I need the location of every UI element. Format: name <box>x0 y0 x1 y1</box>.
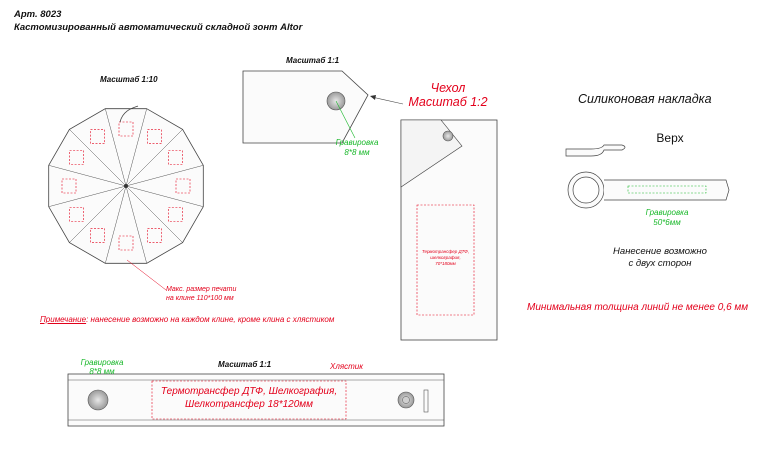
note-text: : нанесение возможно на каждом клине, кр… <box>86 315 335 324</box>
cover-print-line2: шелкография, <box>430 255 461 260</box>
umbrella-rib <box>48 165 127 187</box>
umbrella-rib <box>125 185 204 207</box>
umbrella-panel-print-area <box>168 150 183 165</box>
tip-engraving-leader <box>335 100 356 139</box>
umbrella-print-areas <box>61 121 191 251</box>
umbrella-rib <box>125 165 204 187</box>
max-print-leader <box>126 259 167 291</box>
umbrella-panel-print-area <box>69 150 84 165</box>
cover-print-line1: Термотрансфер ДТФ, <box>421 249 470 254</box>
cover-print-area <box>416 204 475 316</box>
umbrella-ribs <box>48 108 204 264</box>
tip-shape <box>242 70 369 144</box>
umbrella-rib <box>48 185 127 207</box>
page-title: Кастомизированный автоматический складно… <box>14 22 303 33</box>
umbrella-rib <box>69 185 127 243</box>
silicone-engraving-area <box>627 185 707 194</box>
strap-print-line1: Термотрансфер ДТФ, Шелкография, <box>160 386 338 397</box>
umbrella-panel-print-area <box>90 129 105 144</box>
strap-engraving-size: 8*8 мм <box>89 367 115 376</box>
cover-scale: Масштаб 1:2 <box>408 95 488 109</box>
umbrella-strap-loop <box>119 105 139 123</box>
umbrella-rib <box>125 185 183 243</box>
strap-buckle <box>423 389 429 413</box>
tip-scale: Масштаб 1:1 <box>286 56 340 65</box>
umbrella-panel-print-area <box>147 228 162 243</box>
umbrella-rib <box>105 185 127 264</box>
umbrella-panel-print-area <box>90 228 105 243</box>
max-print-line2: на клине 110*100 мм <box>166 295 234 302</box>
strap-engraving-circle <box>87 389 109 411</box>
umbrella-rib <box>125 108 147 187</box>
umbrella-center <box>124 184 128 188</box>
cover-title: Чехол <box>430 81 466 95</box>
silicone-side-view <box>565 144 626 157</box>
note-label: Примечание <box>40 315 87 324</box>
min-line-note: Минимальная толщина линий не менее 0,6 м… <box>527 302 749 313</box>
strap-button-inner <box>402 396 410 404</box>
umbrella-panel-print-area <box>168 207 183 222</box>
umbrella-note: Примечание: нанесение возможно на каждом… <box>40 315 334 324</box>
tip-engraving-label: Гравировка <box>335 138 379 147</box>
silicone-engraving-label: Гравировка <box>645 208 689 217</box>
umbrella-panel-print-area <box>118 121 134 137</box>
umbrella-rib <box>69 129 127 187</box>
silicone-drawing <box>565 144 730 209</box>
article-number: Арт. 8023 <box>14 9 62 20</box>
cover-arrow <box>371 96 404 105</box>
cover-button <box>442 130 454 142</box>
silicone-ring-inner <box>572 176 600 204</box>
umbrella-panel-print-area <box>69 207 84 222</box>
silicone-both-sides-line1: Нанесение возможно <box>613 246 707 257</box>
strap-scale: Масштаб 1:1 <box>218 360 272 369</box>
strap-name: Хлястик <box>330 362 364 371</box>
strap-print-line2: Шелкотрансфер 18*120мм <box>185 399 313 410</box>
silicone-engraving-size: 50*6мм <box>653 218 681 227</box>
umbrella-rib <box>125 185 147 264</box>
cover-drawing <box>400 119 498 341</box>
umbrella-rib <box>125 129 183 187</box>
tip-engraving-size: 8*8 мм <box>344 148 370 157</box>
umbrella-top-view <box>48 105 204 291</box>
silicone-band <box>604 179 730 201</box>
umbrella-panel-print-area <box>61 178 77 194</box>
umbrella-scale: Масштаб 1:10 <box>100 75 158 84</box>
silicone-top-label: Верх <box>656 131 684 145</box>
strap-engraving-label: Гравировка <box>80 358 124 367</box>
strap-print-area <box>151 380 347 420</box>
tip-drawing <box>242 70 404 144</box>
silicone-title: Силиконовая накладка <box>578 92 712 106</box>
umbrella-rib <box>105 108 127 187</box>
strap-drawing <box>67 373 445 427</box>
umbrella-panel-print-area <box>175 178 191 194</box>
umbrella-panel-print-area <box>147 129 162 144</box>
max-print-line1: Макс. размер печати <box>166 286 237 293</box>
strap-body <box>67 373 445 427</box>
cover-print-line3: 70*180мм <box>435 261 456 266</box>
silicone-both-sides-line2: с двух сторон <box>628 258 692 269</box>
cover-arrow-head <box>370 95 376 100</box>
umbrella-panel-print-area <box>118 235 134 251</box>
